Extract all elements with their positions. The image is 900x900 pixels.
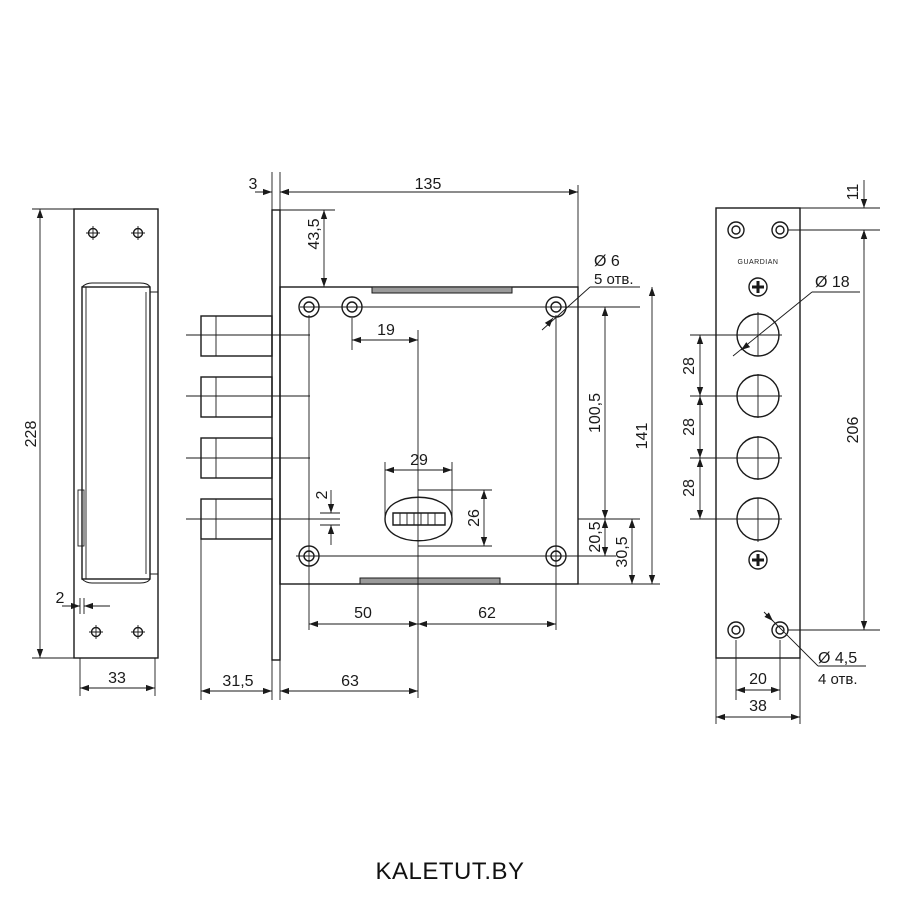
case-slot-bottom (359, 577, 501, 585)
keyhole (384, 496, 453, 542)
strike-screw-hole (727, 621, 745, 639)
dim-strike-206: 206 (845, 417, 862, 444)
dim-key-height: 26 (466, 509, 483, 527)
dim-vert-20-5: 20,5 (587, 521, 604, 552)
dim-hole-count: 5 отв. (594, 271, 634, 288)
dim-vert-30-5: 30,5 (614, 536, 631, 567)
strike-plate-view: GUARDIAN 28 28 28 Ø 18 11 (681, 180, 880, 724)
dim-screw-diameter: Ø 4,5 (818, 650, 857, 667)
site-label: KALETUT.BY (375, 858, 525, 885)
dim-side-height: 228 (23, 421, 40, 448)
side-hole (86, 226, 100, 240)
dim-vert-141: 141 (634, 423, 651, 450)
dim-bolt-projection: 31,5 (222, 673, 253, 690)
dim-strike-top: 11 (845, 184, 862, 201)
front-faceplate (271, 209, 281, 661)
strike-screw-hole (771, 221, 789, 239)
side-hole (89, 625, 103, 639)
dim-hole-diameter: Ø 6 (594, 253, 620, 270)
lock-bolt (200, 315, 273, 357)
dim-pitch-28-b: 28 (681, 418, 698, 436)
dim-bolt-hole-diameter: Ø 18 (815, 274, 850, 291)
case-slot-top (371, 286, 513, 294)
dim-side-width: 33 (108, 670, 126, 687)
dim-top-to-case: 43,5 (306, 218, 323, 249)
dim-vert-2: 2 (314, 490, 331, 499)
dim-horiz-50: 50 (354, 605, 372, 622)
dim-vert-100-5: 100,5 (587, 393, 604, 433)
dim-pitch-28-a: 28 (681, 357, 698, 375)
strike-brand: GUARDIAN (738, 259, 779, 266)
dim-case-width: 135 (415, 176, 442, 193)
dim-bolt-step-19: 19 (377, 322, 395, 339)
dim-key-width: 29 (410, 452, 428, 469)
phillips-screw-icon (748, 550, 768, 570)
lock-bolt (200, 376, 273, 418)
phillips-screw-icon (748, 277, 768, 297)
dim-backset-63: 63 (341, 673, 359, 690)
side-hole (131, 625, 145, 639)
dim-horiz-62: 62 (478, 605, 496, 622)
dim-screw-count: 4 отв. (818, 671, 858, 688)
strike-screw-hole (771, 621, 789, 639)
front-view: 3 135 43,5 Ø 6 5 отв. 19 100,5 141 29 (186, 172, 660, 700)
side-view: 228 33 2 (23, 208, 159, 696)
strike-screw-hole (727, 221, 745, 239)
dim-strike-width: 38 (749, 698, 767, 715)
side-case (81, 286, 151, 580)
side-hole (131, 226, 145, 240)
dim-side-offset: 2 (56, 590, 65, 607)
dim-face-thickness: 3 (249, 176, 258, 193)
dim-pitch-28-c: 28 (681, 479, 698, 497)
strike-plate (715, 207, 801, 659)
dim-screw-spacing: 20 (749, 671, 767, 688)
